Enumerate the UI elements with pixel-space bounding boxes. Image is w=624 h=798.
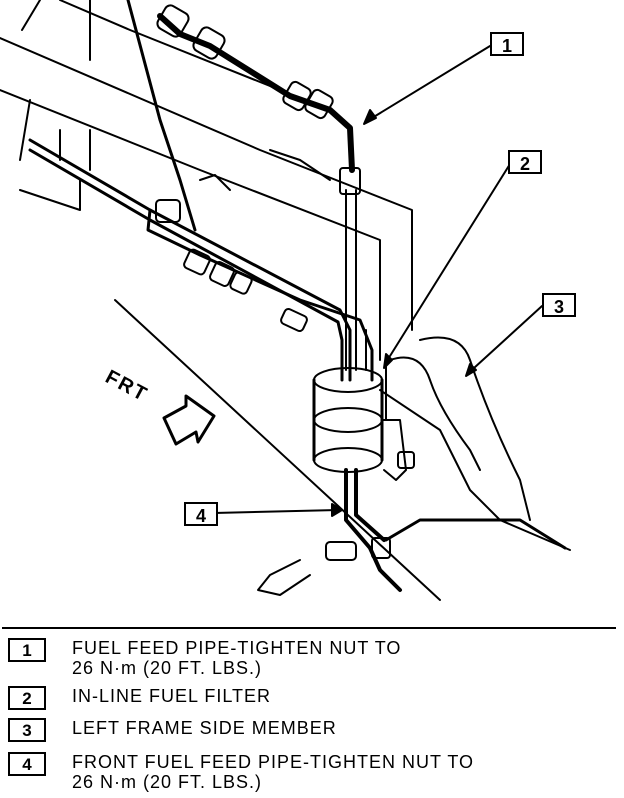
legend-text: FRONT FUEL FEED PIPE-TIGHTEN NUT TO 26 N… [72, 752, 552, 792]
legend-num: 1 [8, 638, 46, 662]
legend-line: 26 N·m (20 FT. LBS.) [72, 658, 263, 678]
legend-line: 26 N·m (20 FT. LBS.) [72, 772, 263, 792]
callout-3: 3 [542, 293, 576, 317]
legend-text: LEFT FRAME SIDE MEMBER [72, 718, 552, 738]
diagram-drawing [0, 0, 571, 601]
legend-line: FRONT FUEL FEED PIPE-TIGHTEN NUT TO [72, 752, 475, 772]
legend-num: 2 [8, 686, 46, 710]
callout-4: 4 [184, 502, 218, 526]
callout-1: 1 [490, 32, 524, 56]
legend-line: IN-LINE FUEL FILTER [72, 686, 272, 706]
legend-num: 4 [8, 752, 46, 776]
legend-text: IN-LINE FUEL FILTER [72, 686, 552, 706]
legend-line: LEFT FRAME SIDE MEMBER [72, 718, 337, 738]
legend-line: FUEL FEED PIPE-TIGHTEN NUT TO [72, 638, 402, 658]
callout-2: 2 [508, 150, 542, 174]
legend-divider [2, 627, 616, 629]
fuel-system-diagram: 1 2 3 4 FRT [0, 0, 576, 601]
legend-text: FUEL FEED PIPE-TIGHTEN NUT TO 26 N·m (20… [72, 638, 552, 678]
legend-num: 3 [8, 718, 46, 742]
